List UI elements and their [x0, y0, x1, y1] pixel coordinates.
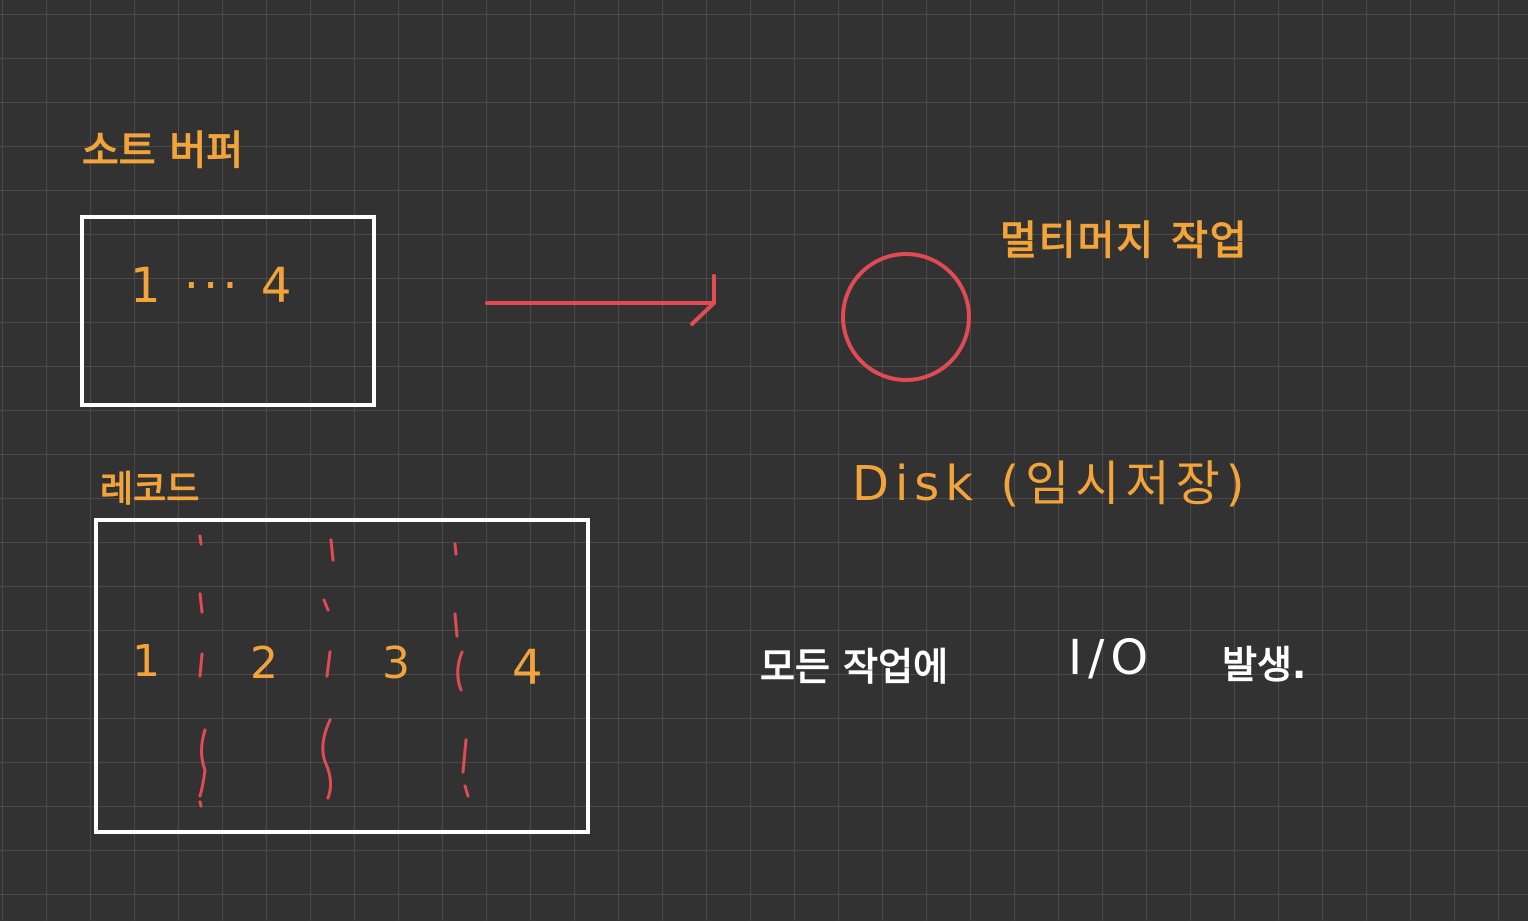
sort-buffer-content: 1 ··· 4 [130, 258, 296, 314]
record-cell-1: 1 [132, 636, 160, 687]
record-cell-2: 2 [250, 638, 278, 689]
records-box [94, 518, 590, 834]
merge-arrow [485, 274, 716, 326]
io-note-io: I/O [1068, 630, 1155, 686]
sort-buffer-box [80, 215, 376, 407]
records-title: 레코드 [100, 469, 200, 510]
io-note-suffix: 발생. [1222, 643, 1307, 687]
arrow-head [690, 274, 716, 326]
sort-buffer-title: 소트 버퍼 [82, 128, 244, 174]
record-cell-4: 4 [512, 640, 543, 696]
disk-label: Disk (임시저장) [852, 456, 1251, 512]
record-cell-3: 3 [382, 638, 410, 689]
multi-merge-label: 멀티머지 작업 [1000, 218, 1249, 264]
disk-circle [841, 252, 971, 382]
io-note-prefix: 모든 작업에 [760, 645, 949, 689]
